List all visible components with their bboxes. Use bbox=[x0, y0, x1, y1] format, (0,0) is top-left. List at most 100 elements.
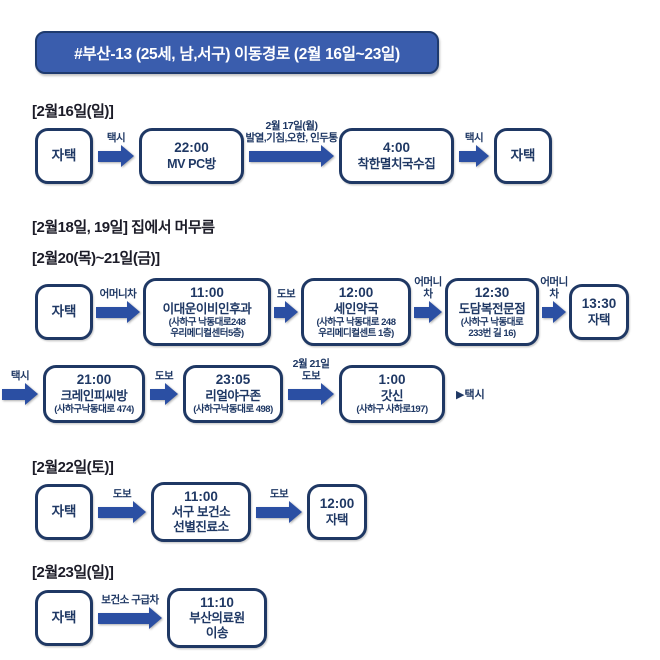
node-line: 22:00 bbox=[174, 140, 209, 156]
node-line: 자택 bbox=[325, 512, 349, 527]
arrow-label-line: 차 bbox=[549, 287, 559, 300]
arrow-icon bbox=[274, 301, 298, 323]
arrow-head bbox=[133, 501, 146, 523]
arrow-head bbox=[121, 145, 134, 167]
arrow-head bbox=[429, 301, 442, 323]
node-line: 우리메디컬센터5층) bbox=[170, 327, 244, 339]
arrow-icon bbox=[98, 607, 162, 629]
arrow-icon bbox=[256, 501, 302, 523]
node-line: 자택 bbox=[51, 303, 77, 319]
arrow-label: 택시 bbox=[106, 131, 126, 144]
arrow-label-line: 택시 bbox=[106, 131, 126, 144]
section-header-feb22: [2월22일(토)] bbox=[32, 459, 114, 476]
arrow-head bbox=[553, 301, 566, 323]
section-header-feb23: [2월23일(일)] bbox=[32, 564, 114, 581]
node-line: 이대운이비인후과 bbox=[162, 301, 252, 316]
arrow-label-line: 어머니 bbox=[414, 275, 442, 288]
node-line: 서구 보건소 bbox=[171, 505, 231, 520]
arrow-head bbox=[165, 383, 178, 405]
arrow-label-line: 어머니 bbox=[540, 275, 568, 288]
arrow-label: 도보 bbox=[113, 488, 132, 500]
node-line: (사하구 낙동대로 bbox=[460, 316, 524, 328]
arrow-body bbox=[150, 388, 165, 400]
arrow-icon bbox=[249, 145, 334, 167]
arrow-label-line: 도보 bbox=[269, 487, 289, 500]
arrow-body bbox=[542, 306, 553, 318]
node-line: 리얼야구존 bbox=[205, 389, 261, 404]
node-line: 부산의료원 bbox=[189, 611, 245, 626]
arrow-label-line: 보건소 구급차 bbox=[101, 593, 159, 606]
arrow-icon bbox=[96, 301, 140, 323]
arrow-label-line: 어머니차 bbox=[99, 287, 137, 300]
node-line: 갓신 bbox=[380, 389, 404, 404]
arrow-label-line: 차 bbox=[423, 287, 433, 300]
arrow-body bbox=[98, 150, 121, 162]
route-arrow: 보건소 구급차 bbox=[98, 594, 162, 629]
arrow-icon bbox=[2, 383, 38, 405]
node-line: MV PC방 bbox=[167, 156, 216, 171]
arrow-label-line: 도보 bbox=[301, 369, 321, 382]
node-line: 233번 길 16) bbox=[468, 327, 516, 339]
arrow-icon bbox=[542, 301, 566, 323]
route-arrow: 도보 bbox=[274, 288, 298, 323]
arrow-icon bbox=[414, 301, 442, 323]
route-arrow: 택시 bbox=[98, 132, 134, 167]
node-line: 12:00 bbox=[338, 284, 374, 300]
node-line: 12:30 bbox=[474, 284, 510, 300]
arrow-label-line: 도보 bbox=[154, 369, 174, 382]
node-line: 13:30 bbox=[581, 296, 617, 312]
arrow-label: 도보 bbox=[154, 369, 174, 382]
arrow-icon bbox=[98, 145, 134, 167]
arrow-head bbox=[285, 301, 298, 323]
node-line: 11:00 bbox=[190, 284, 224, 300]
node-line: 11:10 bbox=[200, 594, 234, 610]
arrow-label: 택시 bbox=[465, 132, 484, 144]
node-line: 11:00 bbox=[184, 488, 218, 504]
arrow-body bbox=[288, 388, 321, 400]
node-line: 자택 bbox=[510, 147, 536, 163]
arrow-body bbox=[459, 150, 476, 162]
node-line: 착한멸치국수집 bbox=[357, 156, 436, 171]
node-line: 자택 bbox=[51, 503, 77, 519]
taxi-note: ▶택시 bbox=[456, 389, 485, 401]
route-arrow: 도보 bbox=[150, 370, 178, 405]
arrow-label-line: 2월 21일 bbox=[292, 357, 330, 370]
node-line: 자택 bbox=[51, 147, 77, 163]
arrow-head bbox=[289, 501, 302, 523]
arrow-label: 도보 bbox=[269, 487, 289, 500]
arrow-body bbox=[98, 612, 149, 624]
arrow-head bbox=[321, 383, 334, 405]
route-arrow: 도보 bbox=[256, 488, 302, 523]
node-line: 23:05 bbox=[215, 372, 251, 388]
arrow-icon bbox=[150, 383, 178, 405]
arrow-icon bbox=[288, 383, 334, 405]
arrow-body bbox=[414, 306, 429, 318]
node-line: 이송 bbox=[205, 626, 229, 641]
arrow-label: 어머니차 bbox=[100, 288, 137, 300]
section-header-label: [2월18일, 19일] bbox=[32, 219, 128, 236]
arrow-body bbox=[2, 388, 25, 400]
arrow-icon bbox=[98, 501, 146, 523]
route-node: 자택 bbox=[35, 284, 93, 340]
route-arrow: 택시 bbox=[459, 132, 489, 167]
route-arrow: 2월 17일(월)발열,기침,오한, 인두통 bbox=[245, 120, 338, 167]
section-header-feb20-21: [2월20(목)~21일(금)] bbox=[32, 250, 160, 267]
route-node: 자택 bbox=[494, 128, 552, 184]
node-line: (사하구 사하로197) bbox=[356, 404, 428, 416]
node-line: 세인약국 bbox=[333, 301, 379, 316]
